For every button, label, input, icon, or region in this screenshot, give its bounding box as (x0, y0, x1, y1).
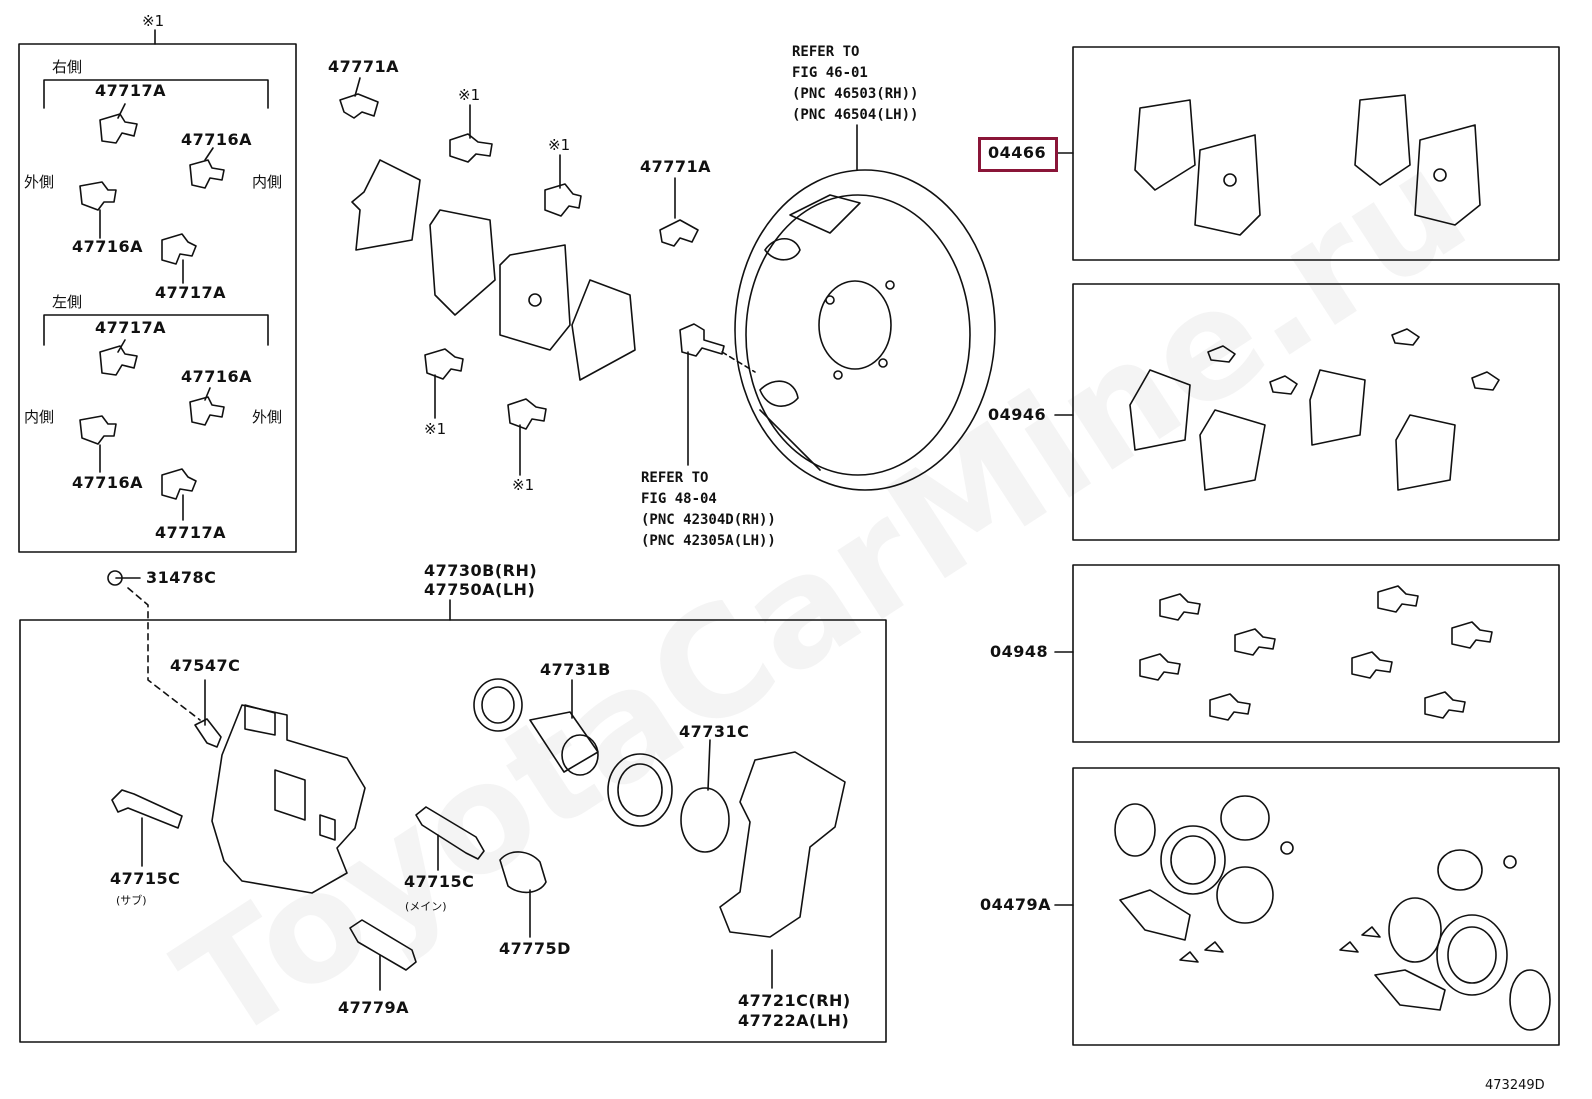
shim-kit-icon (1139, 585, 1493, 721)
caliper-mounting-icon (719, 751, 846, 938)
part-47779A[interactable]: 47779A (338, 998, 410, 1017)
boot-icon (499, 851, 547, 894)
part-47717A-left-top[interactable]: 47717A (95, 318, 167, 337)
ref-mark: ※1 (458, 86, 481, 104)
part-47730B-rh[interactable]: 47730B(RH) (424, 561, 538, 580)
inner-label: 内側 (24, 408, 55, 426)
part-47721C-rh[interactable]: 47721C(RH) (738, 991, 851, 1010)
bush-icon (349, 919, 417, 971)
brake-backing-plate-icon (734, 169, 996, 491)
refer-line: FIG 46-01 (792, 65, 868, 81)
brake-pad-icon (429, 209, 496, 316)
part-31478C[interactable]: 31478C (146, 568, 217, 587)
part-47716A-left-inner[interactable]: 47716A (72, 473, 144, 492)
part-47717A-right-top[interactable]: 47717A (95, 81, 167, 100)
part-47722A-lh[interactable]: 47722A(LH) (738, 1011, 850, 1030)
refer-line: REFER TO (792, 44, 860, 60)
caliper-body-icon (211, 704, 366, 894)
brake-pad-set-icon (1134, 94, 1481, 236)
kit-04948[interactable]: 04948 (990, 642, 1049, 661)
part-47716A-right-inner[interactable]: 47716A (181, 130, 253, 149)
refer-line: FIG 48-04 (641, 491, 717, 507)
refer-line: (PNC 42304D(RH)) (641, 512, 776, 528)
fitting-kit-icon (1129, 328, 1500, 491)
hub-bolt-icon (679, 323, 725, 357)
part-47717A-right-bottom[interactable]: 47717A (155, 283, 227, 302)
highlight-box (978, 137, 1058, 172)
anti-squeal-shim-icon (571, 279, 636, 381)
refer-line: REFER TO (641, 470, 709, 486)
ref-mark: ※1 (424, 420, 447, 438)
refer-line: (PNC 42305A(LH)) (641, 533, 776, 549)
ref-mark: ※1 (548, 136, 571, 154)
part-47771A-left[interactable]: 47771A (328, 57, 400, 76)
illustration-number: 473249D (1485, 1078, 1545, 1093)
kit-04946[interactable]: 04946 (988, 405, 1047, 424)
caliper-repair-kit-icon (1114, 795, 1551, 1031)
sub-note: (サブ) (116, 894, 147, 907)
kit-frame-04479A (1072, 767, 1560, 1046)
kit-frame-04946 (1072, 283, 1560, 541)
dust-boot-icon (607, 753, 673, 827)
anti-squeal-shim-icon (351, 159, 421, 251)
kit-frame-04948 (1072, 564, 1560, 743)
shim-icon (79, 113, 225, 500)
kit-04479A[interactable]: 04479A (980, 895, 1052, 914)
part-47771A-mid[interactable]: 47771A (640, 157, 712, 176)
refer-line: (PNC 46504(LH)) (792, 107, 919, 123)
part-47717A-left-bottom[interactable]: 47717A (155, 523, 227, 542)
shim-icon (544, 183, 582, 217)
brake-pad-icon (499, 244, 571, 351)
part-47716A-left-outer[interactable]: 47716A (181, 367, 253, 386)
outer-label: 外側 (252, 408, 283, 426)
caliper-group-frame (19, 619, 887, 1043)
bleeder-plug-icon (194, 718, 222, 748)
main-note: (メイン) (405, 900, 447, 913)
part-47750A-lh[interactable]: 47750A(LH) (424, 580, 536, 599)
bleeder-cap-icon (107, 570, 123, 586)
ref-mark: ※1 (142, 12, 165, 30)
clip-icon (659, 219, 699, 247)
guide-pin-icon (111, 789, 183, 829)
piston-seal-icon (473, 678, 523, 732)
part-47731B[interactable]: 47731B (540, 660, 611, 679)
part-47715C-sub[interactable]: 47715C (110, 869, 181, 888)
kit-04466[interactable]: 04466 (988, 143, 1047, 162)
ref-mark: ※1 (512, 476, 535, 494)
left-side-label: 左側 (52, 293, 83, 311)
guide-pin-icon (415, 806, 485, 860)
right-side-label: 右側 (52, 58, 83, 76)
outer-label: 外側 (24, 173, 55, 191)
part-47547C[interactable]: 47547C (170, 656, 241, 675)
shim-group-frame (18, 43, 297, 553)
shim-icon (424, 348, 464, 380)
part-47775D[interactable]: 47775D (499, 939, 571, 958)
seal-ring-icon (680, 787, 730, 853)
part-47731C[interactable]: 47731C (679, 722, 750, 741)
shim-icon (449, 133, 493, 163)
inner-label: 内側 (252, 173, 283, 191)
kit-frame-04466 (1072, 46, 1560, 261)
shim-icon (507, 398, 547, 430)
refer-line: (PNC 46503(RH)) (792, 86, 919, 102)
clip-icon (339, 93, 379, 119)
part-47716A-right-outer[interactable]: 47716A (72, 237, 144, 256)
part-47715C-main[interactable]: 47715C (404, 872, 475, 891)
